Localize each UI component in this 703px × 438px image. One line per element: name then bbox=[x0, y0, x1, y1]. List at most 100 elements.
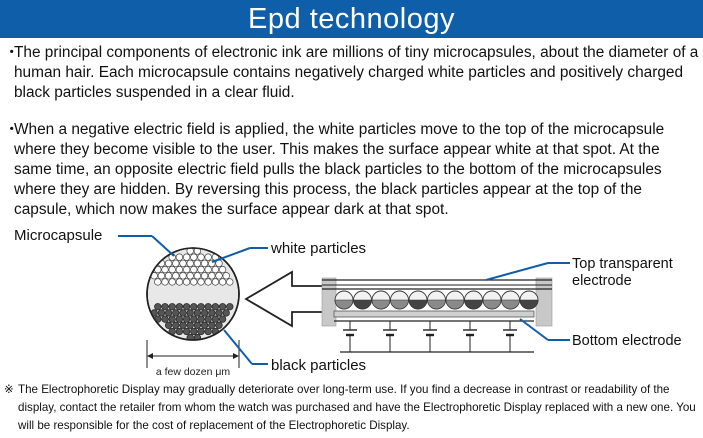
white-particle bbox=[190, 265, 198, 274]
black-particle bbox=[182, 315, 191, 323]
black-particle bbox=[190, 315, 198, 323]
black-particle bbox=[204, 327, 212, 336]
black-particle bbox=[208, 309, 216, 317]
white-particle bbox=[168, 265, 176, 274]
cross-section-capsule bbox=[371, 290, 391, 310]
label-microcapsule: Microcapsule bbox=[14, 227, 102, 244]
white-particle bbox=[186, 248, 194, 255]
black-particle bbox=[222, 309, 230, 317]
black-particle bbox=[179, 309, 187, 317]
white-particle bbox=[179, 272, 187, 280]
white-particle bbox=[168, 278, 176, 286]
deterioration-note: ※ The Electrophoretic Display may gradua… bbox=[4, 381, 698, 435]
cross-section-capsule bbox=[519, 290, 539, 310]
white-particle bbox=[190, 253, 198, 261]
cross-section-capsule bbox=[334, 290, 354, 310]
cross-section-capsule bbox=[482, 290, 502, 310]
white-particle bbox=[172, 272, 180, 280]
page-title: Epd technology bbox=[0, 0, 703, 38]
black-particle bbox=[164, 309, 173, 317]
black-particle bbox=[211, 303, 220, 311]
microcapsule-layer bbox=[334, 290, 539, 310]
label-white-particles: white particles bbox=[270, 240, 366, 257]
white-particle bbox=[204, 265, 212, 274]
white-particle bbox=[190, 278, 198, 286]
white-particle bbox=[193, 259, 202, 268]
black-particle bbox=[204, 303, 212, 311]
cross-section-capsule bbox=[390, 290, 409, 310]
black-particle bbox=[200, 309, 209, 317]
paragraph-text: The principal components of electronic i… bbox=[14, 44, 699, 101]
paragraph-microcapsules: ・ The principal components of electronic… bbox=[4, 43, 700, 103]
white-particle bbox=[211, 278, 220, 286]
paragraph-electric-field: ・ When a negative electric field is appl… bbox=[4, 120, 700, 220]
white-particle bbox=[197, 278, 205, 286]
white-particle bbox=[193, 248, 202, 255]
white-particle bbox=[182, 253, 191, 261]
scale-bar: a few dozen μm bbox=[146, 340, 240, 378]
bullet: ・ bbox=[4, 44, 20, 61]
black-particle bbox=[197, 327, 205, 336]
black-particle bbox=[190, 327, 198, 336]
label-bottom-electrode: Bottom electrode bbox=[572, 333, 682, 349]
white-particle-cluster bbox=[150, 248, 234, 286]
white-particle bbox=[226, 278, 234, 286]
white-particle bbox=[204, 253, 212, 261]
black-particle bbox=[161, 315, 169, 323]
white-particle bbox=[154, 278, 162, 286]
electrode-circuit bbox=[340, 321, 534, 353]
cross-section-capsule bbox=[408, 290, 428, 310]
black-particle bbox=[175, 327, 184, 336]
white-particle bbox=[175, 278, 184, 286]
white-particle bbox=[211, 265, 220, 274]
epd-diagram: a few dozen μm Microcapsule white partic… bbox=[14, 227, 682, 378]
black-particle bbox=[168, 303, 176, 311]
white-particle bbox=[164, 259, 173, 268]
white-particle bbox=[161, 278, 169, 286]
black-particle bbox=[204, 315, 212, 323]
white-particle bbox=[218, 265, 227, 274]
black-particle bbox=[200, 321, 209, 329]
black-particle bbox=[193, 309, 202, 317]
callout-black-particles: black particles bbox=[223, 329, 366, 374]
label-black-particles: black particles bbox=[271, 357, 366, 374]
callout-microcapsule: Microcapsule bbox=[14, 227, 175, 257]
white-particle bbox=[222, 272, 230, 280]
bullet: ・ bbox=[4, 121, 20, 138]
black-particle bbox=[218, 303, 227, 311]
label-top-electrode-line2: electrode bbox=[572, 273, 632, 289]
white-particle bbox=[197, 265, 205, 274]
note-text: The Electrophoretic Display may graduall… bbox=[18, 383, 696, 432]
black-particle bbox=[172, 321, 180, 329]
black-particle bbox=[179, 321, 187, 329]
white-particle bbox=[218, 278, 227, 286]
cross-section-capsule bbox=[501, 290, 520, 310]
cross-section-capsule bbox=[445, 290, 465, 310]
white-particle bbox=[186, 259, 194, 268]
paragraph-text: When a negative electric field is applie… bbox=[14, 121, 665, 218]
black-particle bbox=[154, 303, 162, 311]
black-particle bbox=[215, 309, 223, 317]
label-top-electrode-line1: Top transparent bbox=[572, 256, 673, 272]
white-particle bbox=[175, 265, 184, 274]
white-particle bbox=[157, 272, 166, 280]
black-particle-cluster bbox=[150, 303, 234, 340]
black-particle bbox=[197, 315, 205, 323]
white-particle bbox=[204, 278, 212, 286]
cross-section-capsule bbox=[427, 290, 446, 310]
black-particle bbox=[218, 315, 227, 323]
black-particle bbox=[186, 321, 194, 329]
black-particle bbox=[161, 303, 169, 311]
black-particle bbox=[193, 321, 202, 329]
black-particle bbox=[208, 321, 216, 329]
black-particle bbox=[164, 321, 173, 329]
note-mark: ※ bbox=[4, 383, 14, 396]
microcapsule-illustration bbox=[146, 247, 240, 341]
white-particle bbox=[172, 259, 180, 268]
white-particle bbox=[197, 253, 205, 261]
cross-section-capsule bbox=[353, 290, 372, 310]
black-particle bbox=[226, 303, 234, 311]
black-particle bbox=[175, 315, 184, 323]
callout-bottom-electrode: Bottom electrode bbox=[519, 318, 682, 349]
black-particle bbox=[175, 303, 184, 311]
